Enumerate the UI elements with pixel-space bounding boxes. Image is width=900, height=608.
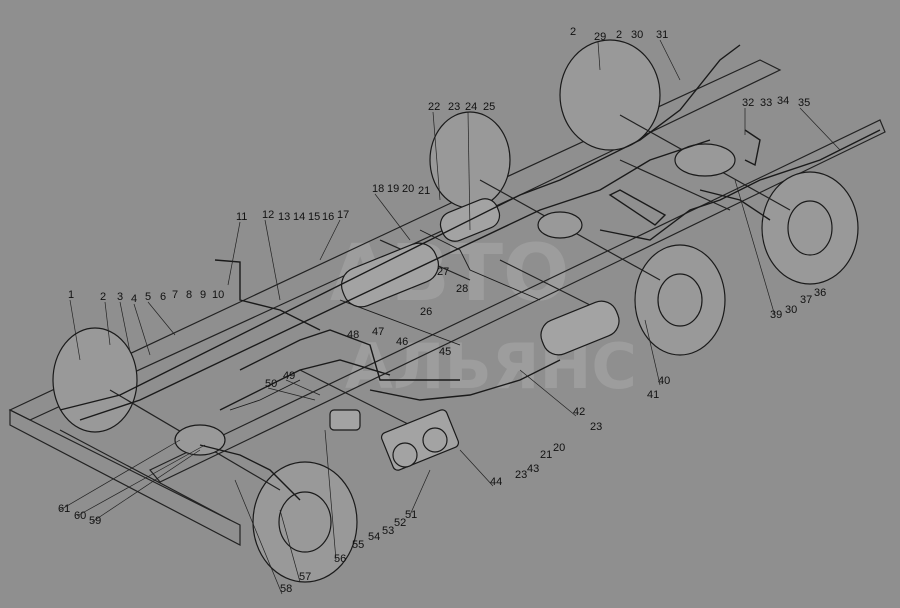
callout-5: 5 xyxy=(145,291,151,303)
callout-30: 30 xyxy=(631,29,643,41)
air-receiver-front xyxy=(340,242,440,308)
callout-36: 36 xyxy=(814,287,826,299)
callout-11: 11 xyxy=(236,211,247,223)
callout-35: 35 xyxy=(798,97,810,109)
front-left-drum xyxy=(52,327,138,433)
callout-12: 12 xyxy=(262,209,274,221)
callout-48: 48 xyxy=(347,329,359,341)
callout-33: 33 xyxy=(760,97,772,109)
callout-37: 37 xyxy=(800,294,812,306)
brake-valve-block xyxy=(329,409,460,471)
callout-8: 8 xyxy=(186,289,192,301)
callout-2c: 2 xyxy=(616,29,622,41)
callout-22: 22 xyxy=(428,101,440,113)
callout-44: 44 xyxy=(490,476,502,488)
callout-57: 57 xyxy=(299,571,311,583)
callout-56: 56 xyxy=(334,553,346,565)
callout-6: 6 xyxy=(160,291,166,303)
leader-lines xyxy=(59,39,841,595)
callout-21: 21 xyxy=(418,185,430,197)
callout-14: 14 xyxy=(293,211,305,223)
callout-26: 26 xyxy=(420,306,432,318)
callout-39: 39 xyxy=(770,309,782,321)
callout-58: 58 xyxy=(280,583,292,595)
callout-45: 45 xyxy=(439,346,451,358)
callout-54: 54 xyxy=(368,531,380,543)
callout-41: 41 xyxy=(647,389,659,401)
air-receiver-rear xyxy=(540,300,620,356)
rear-axle1-left-drum xyxy=(429,111,511,209)
rear-axle2-left-drum xyxy=(559,39,661,151)
callout-9: 9 xyxy=(200,289,206,301)
callout-2: 2 xyxy=(100,291,106,303)
callout-21b: 21 xyxy=(540,449,552,461)
callout-55: 55 xyxy=(352,539,364,551)
callout-52: 52 xyxy=(394,517,406,529)
callout-23c: 23 xyxy=(515,469,527,481)
callout-20: 20 xyxy=(402,183,414,195)
callout-1: 1 xyxy=(68,289,74,301)
callout-53: 53 xyxy=(382,525,394,537)
callout-60: 60 xyxy=(74,510,86,522)
wheel-drums xyxy=(52,39,859,583)
callout-15: 15 xyxy=(308,211,320,223)
callout-labels: 1 2 3 4 5 6 7 8 9 10 11 12 13 14 15 16 1… xyxy=(58,26,826,595)
callout-27: 27 xyxy=(437,266,449,278)
brake-pipes xyxy=(59,44,881,501)
callout-28: 28 xyxy=(456,283,468,295)
callout-3: 3 xyxy=(117,291,123,303)
callout-34: 34 xyxy=(777,95,789,107)
callout-4: 4 xyxy=(131,293,137,305)
callout-17: 17 xyxy=(337,209,349,221)
callout-10: 10 xyxy=(212,289,224,301)
callout-19: 19 xyxy=(387,183,399,195)
callout-16: 16 xyxy=(322,211,334,223)
callout-23b: 23 xyxy=(590,421,602,433)
callout-42: 42 xyxy=(573,406,585,418)
callout-20b: 20 xyxy=(553,442,565,454)
callout-46: 46 xyxy=(396,336,408,348)
callout-13: 13 xyxy=(278,211,290,223)
callout-32: 32 xyxy=(742,97,754,109)
callout-25: 25 xyxy=(483,101,495,113)
callout-23: 23 xyxy=(448,101,460,113)
callout-24: 24 xyxy=(465,101,477,113)
callout-7: 7 xyxy=(172,289,178,301)
callout-29: 29 xyxy=(594,31,606,43)
callout-40: 40 xyxy=(658,375,670,387)
callout-2b: 2 xyxy=(570,26,576,38)
callout-18: 18 xyxy=(372,183,384,195)
callout-31: 31 xyxy=(656,29,668,41)
callout-30b: 30 xyxy=(785,304,797,316)
callout-47: 47 xyxy=(372,326,384,338)
callout-51: 51 xyxy=(405,509,417,521)
callout-43: 43 xyxy=(527,463,539,475)
callout-49: 49 xyxy=(283,370,295,382)
callout-50: 50 xyxy=(265,378,277,390)
